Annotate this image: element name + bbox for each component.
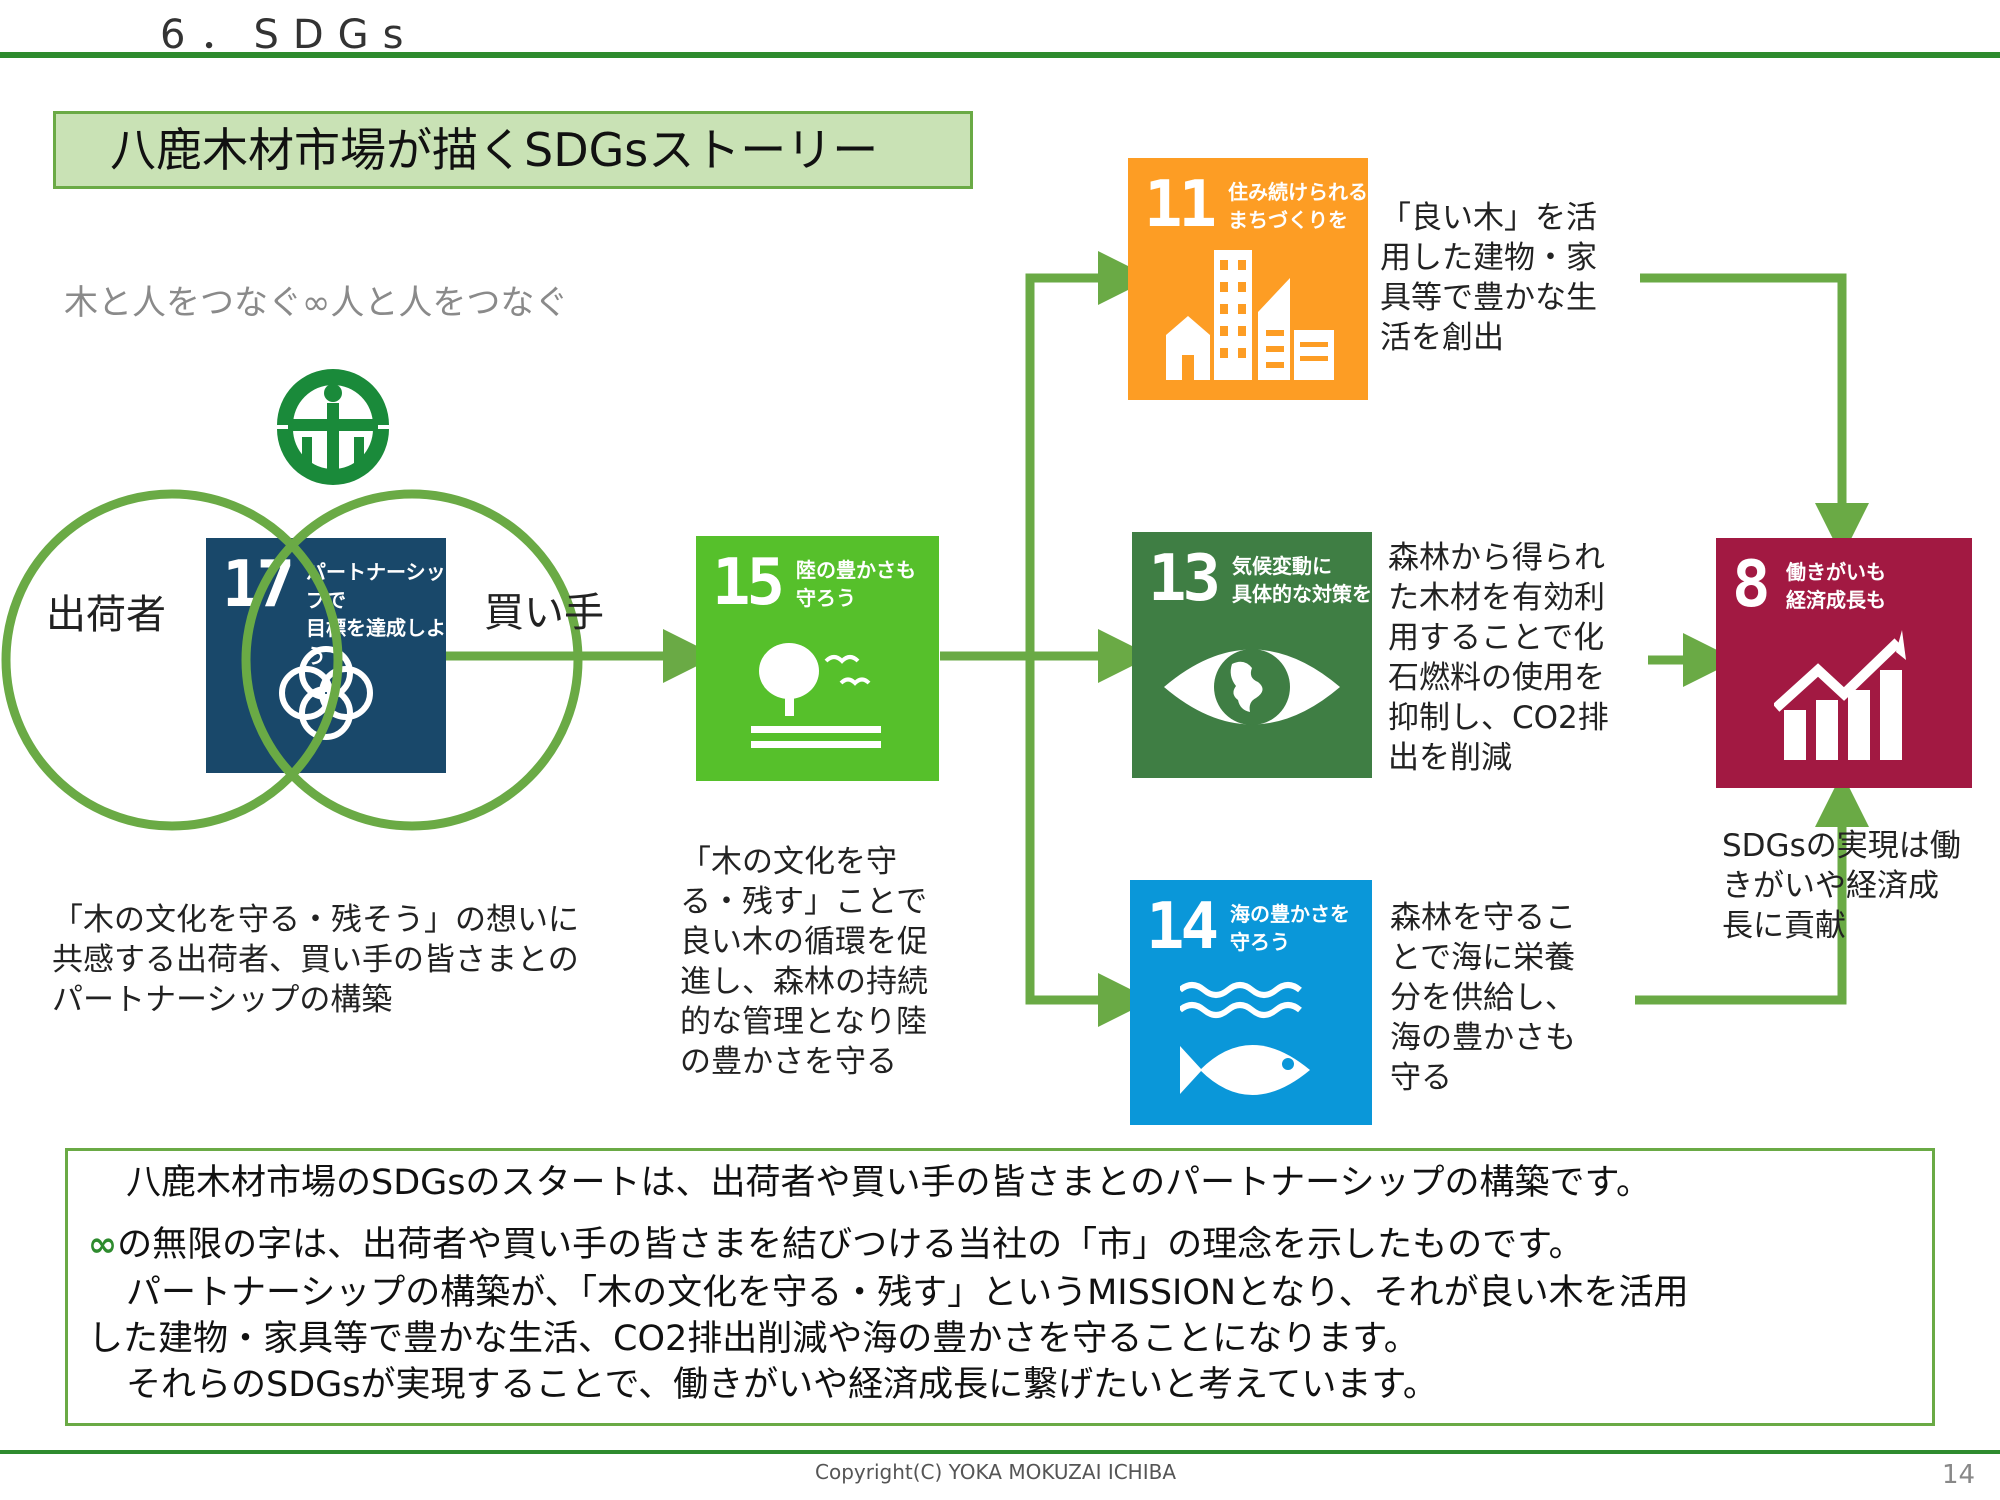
summary-box: 八鹿木材市場のSDGsのスタートは、出荷者や買い手の皆さまとのパートナーシップの… xyxy=(65,1148,1935,1426)
sdg-13-caption-2: 具体的な対策を xyxy=(1232,582,1372,606)
sdg-11-caption-1: 住み続けられる xyxy=(1228,180,1368,204)
arrow-to-14 xyxy=(1025,656,1152,1027)
arrow-14-to-8 xyxy=(1635,773,1869,1005)
sdg-13-desc-line: 石燃料の使用を xyxy=(1388,660,1605,696)
sdg-14-caption-1: 海の豊かさを xyxy=(1230,902,1350,926)
section-title: 6．SDGs xyxy=(160,12,418,58)
sdg-13-desc-line: 森林から得られ xyxy=(1388,540,1605,576)
sdg-8-desc-line: SDGsの実現は働 xyxy=(1722,828,1961,864)
sdg-11-number: 11 xyxy=(1144,168,1217,242)
sdg-8-desc-line: きがいや経済成 xyxy=(1722,868,1939,904)
sdg-15-desc-line: 「木の文化を守 xyxy=(680,844,897,880)
sdg-15-tile: 15 陸の豊かさも 守ろう xyxy=(696,536,939,781)
sdg-15-caption-2: 守ろう xyxy=(796,586,856,610)
sdg-14-description: 森林を守るこ とで海に栄養 分を供給し、 海の豊かさも 守る xyxy=(1390,898,1576,1098)
sdg-13-desc-line: 抑制し、CO2排 xyxy=(1388,700,1609,736)
sdg-15-desc-line: 良い木の循環を促 xyxy=(680,924,928,960)
sdg-13-tile: 13 気候変動に 具体的な対策を xyxy=(1132,532,1372,778)
summary-line-2-text: の無限の字は、出荷者や買い手の皆さまを結びつける当社の「市」の理念を示したもので… xyxy=(117,1225,1584,1265)
sdg-15-desc-line: 進し、森林の持続 xyxy=(680,964,928,1000)
sdg-15-desc-line: の豊かさを守る xyxy=(680,1044,897,1080)
sdg-11-tile: 11 住み続けられる まちづくりを xyxy=(1128,158,1368,400)
sdg-14-caption-2: 守ろう xyxy=(1230,930,1290,954)
sdg-8-tile: 8 働きがいも 経済成長も xyxy=(1716,538,1972,788)
arrow-11-to-8 xyxy=(1640,273,1869,557)
sdg-11-desc-line: 活を創出 xyxy=(1380,320,1504,356)
sdg-14-desc-line: 分を供給し、 xyxy=(1390,980,1576,1016)
sdg-13-desc-line: 用することで化 xyxy=(1388,620,1605,656)
sdg-15-number: 15 xyxy=(712,546,785,620)
summary-line-1: 八鹿木材市場のSDGsのスタートは、出荷者や買い手の皆さまとのパートナーシップの… xyxy=(126,1163,1651,1203)
partnership-line: 「木の文化を守る・残そう」の想いに xyxy=(52,902,579,938)
arrow-to-11 xyxy=(1025,251,1152,656)
sdg-8-description: SDGsの実現は働 きがいや経済成 長に貢献 xyxy=(1722,826,1961,946)
sdg-13-desc-line: た木材を有効利 xyxy=(1388,580,1605,616)
growth-chart-icon xyxy=(1774,630,1906,760)
sdg-14-desc-line: 守る xyxy=(1390,1060,1452,1096)
story-title: 八鹿木材市場が描くSDGsストーリー xyxy=(53,111,973,189)
tagline: 木と人をつなぐ∞人と人をつなぐ xyxy=(64,283,569,323)
sdg-15-caption-1: 陸の豊かさも xyxy=(796,558,916,582)
sdg-8-caption-2: 経済成長も xyxy=(1786,588,1886,612)
sdg-14-desc-line: 森林を守るこ xyxy=(1390,900,1576,936)
page-number: 14 xyxy=(1942,1460,1976,1490)
company-emblem-icon xyxy=(277,369,389,485)
sdg-11-desc-line: 具等で豊かな生 xyxy=(1380,280,1597,316)
partnership-description: 「木の文化を守る・残そう」の想いに 共感する出荷者、買い手の皆さまとの パートナ… xyxy=(52,900,579,1020)
copyright: Copyright(C) YOKA MOKUZAI ICHIBA xyxy=(815,1460,1177,1484)
summary-line-2: ∞の無限の字は、出荷者や買い手の皆さまを結びつける当社の「市」の理念を示したもの… xyxy=(88,1223,1584,1267)
partnership-line: パートナーシップの構築 xyxy=(52,982,393,1018)
sdg-14-tile: 14 海の豊かさを 守ろう xyxy=(1130,880,1372,1125)
sdg-14-desc-line: 海の豊かさも xyxy=(1390,1020,1576,1056)
sdg-11-caption-2: まちづくりを xyxy=(1228,208,1348,232)
footer-rule xyxy=(0,1450,2000,1454)
eye-globe-icon xyxy=(1164,649,1340,725)
infinity-symbol: ∞ xyxy=(88,1225,118,1265)
fish-waves-icon xyxy=(1180,982,1310,1095)
summary-line-3: パートナーシップの構築が、「木の文化を守る・残す」というMISSIONとなり、そ… xyxy=(126,1273,1689,1313)
summary-line-4: した建物・家具等で豊かな生活、CO2排出削減や海の豊かさを守ることになります。 xyxy=(88,1319,1419,1359)
sdg-11-description: 「良い木」を活 用した建物・家 具等で豊かな生 活を創出 xyxy=(1380,198,1597,358)
sdg-13-description: 森林から得られ た木材を有効利 用することで化 石燃料の使用を 抑制し、CO2排… xyxy=(1388,538,1609,778)
city-buildings-icon xyxy=(1166,250,1334,380)
sdg-8-caption-1: 働きがいも xyxy=(1786,560,1886,584)
sdg-13-caption-1: 気候変動に xyxy=(1232,554,1332,578)
sdg-14-desc-line: とで海に栄養 xyxy=(1390,940,1576,976)
sdg-8-desc-line: 長に貢献 xyxy=(1722,908,1846,944)
sdg-11-desc-line: 「良い木」を活 xyxy=(1380,200,1597,236)
header-rule xyxy=(0,52,2000,58)
sdg-13-desc-line: 出を削減 xyxy=(1388,740,1512,776)
tree-icon xyxy=(751,643,881,748)
summary-line-5: それらのSDGsが実現することで、働きがいや経済成長に繋げたいと考えています。 xyxy=(126,1365,1438,1405)
buyer-circle xyxy=(241,489,583,831)
sdg-15-desc-line: る・残す」ことで xyxy=(680,884,928,920)
partnership-line: 共感する出荷者、買い手の皆さまとの xyxy=(52,942,579,978)
shipper-label: 出荷者 xyxy=(46,592,166,638)
shipper-circle xyxy=(1,489,343,831)
sdg-13-number: 13 xyxy=(1148,542,1221,616)
sdg-15-desc-line: 的な管理となり陸 xyxy=(680,1004,928,1040)
sdg-15-description: 「木の文化を守 る・残す」ことで 良い木の循環を促 進し、森林の持続 的な管理と… xyxy=(680,842,928,1082)
flower-icon xyxy=(279,646,373,740)
buyer-label: 買い手 xyxy=(484,590,604,636)
sdg-11-desc-line: 用した建物・家 xyxy=(1380,240,1597,276)
sdg-14-number: 14 xyxy=(1146,890,1219,964)
partnership-venn xyxy=(1,489,583,831)
sdg-8-number: 8 xyxy=(1732,548,1770,622)
